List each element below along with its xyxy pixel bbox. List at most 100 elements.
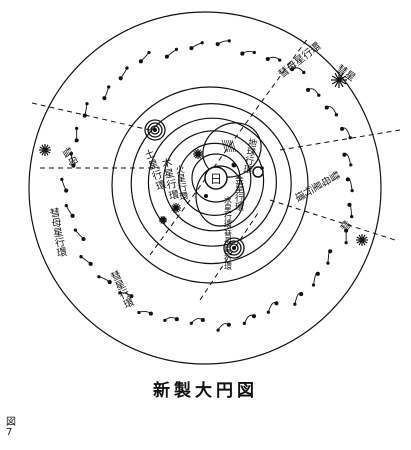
constellation-star — [251, 314, 256, 319]
constellation-star — [79, 255, 83, 259]
constellation-star — [129, 294, 134, 299]
earth-body — [252, 166, 264, 178]
constellation-star — [344, 241, 348, 245]
hatch-line — [227, 139, 233, 153]
heliocentric-diagram: 日 土星行環 木星行環 火星行環 地球行環 金星行環 水星行環 彗母星行環 彗母… — [28, 11, 401, 365]
constellation-star — [137, 310, 141, 315]
constellation-star — [242, 321, 247, 326]
constellation-star — [85, 102, 89, 106]
small-comet-orbit — [195, 165, 245, 227]
constellation-star — [147, 50, 151, 55]
figure-kanji: 図 — [6, 417, 16, 428]
svg-text:彗母: 彗母 — [59, 146, 79, 169]
constellation-star — [107, 280, 112, 285]
svg-text:彗母星行環: 彗母星行環 — [224, 229, 233, 271]
constellation-star — [227, 39, 231, 43]
constellation-star — [216, 328, 220, 332]
shading-hatch — [221, 139, 237, 153]
comet-path-left — [31, 102, 151, 131]
constellation-star — [311, 283, 316, 287]
hatch-line — [231, 139, 237, 153]
constellation-star — [315, 271, 320, 276]
inner-comet-orbit — [202, 122, 262, 178]
planet-ring — [147, 122, 163, 138]
star-core — [359, 237, 365, 243]
svg-text:彗: 彗 — [339, 219, 355, 234]
star-core — [173, 205, 179, 211]
constellation-markers — [60, 39, 354, 332]
venus-orbit — [178, 142, 252, 216]
saturn-body — [144, 119, 166, 141]
constellation-star — [64, 188, 69, 193]
planet-ring — [150, 125, 160, 135]
constellation-star — [252, 50, 256, 55]
constellation-star — [266, 310, 271, 314]
constellation-star — [334, 113, 339, 117]
constellation-star — [340, 126, 345, 131]
star-core — [195, 151, 201, 157]
constellation-star — [342, 152, 347, 157]
mars-orbit — [147, 117, 277, 247]
constellation-star — [164, 54, 169, 59]
figure-digit: 7 — [6, 427, 13, 438]
planet-ring — [144, 119, 166, 141]
constellation-star — [107, 85, 111, 89]
constellation-star — [138, 59, 143, 64]
constellation-star — [306, 87, 311, 92]
star-core — [160, 217, 166, 223]
constellation-star — [274, 301, 279, 306]
comet-orbit-right-label: 彗母星行環 — [291, 167, 341, 203]
planet-core — [153, 128, 157, 132]
star-core — [42, 147, 48, 153]
svg-text:水星行環: 水星行環 — [224, 195, 233, 229]
comet-mother-orbit-label: 彗母星行環 — [224, 229, 233, 271]
comet-path-bottom — [199, 209, 261, 301]
comet-star-left — [39, 144, 51, 156]
comet-label-right: 彗 — [339, 219, 355, 234]
saturn-orbit — [111, 86, 309, 284]
constellation-star — [200, 317, 205, 323]
planet-ring — [226, 240, 242, 256]
comet-label-left: 彗母 — [59, 146, 79, 169]
constellation-star — [328, 249, 333, 254]
mercury-body — [204, 194, 208, 198]
constellation-star — [200, 41, 204, 45]
jupiter-body — [223, 237, 245, 259]
constellation-star — [345, 177, 350, 182]
constellation-star — [60, 177, 64, 182]
comet-star-top-right — [331, 72, 347, 88]
jupiter-orbit — [130, 103, 292, 265]
comet-orbit-top-label: 彗母星行環 — [276, 39, 323, 80]
constellation-star — [125, 66, 129, 70]
comet-orbit-left-label: 彗母星行環 — [47, 207, 68, 259]
venus-orbit-label: 金星行環 — [233, 174, 244, 212]
constellation-star — [102, 96, 107, 101]
sun-circle — [204, 166, 228, 190]
venus-body — [231, 162, 237, 168]
planet-burst-upper — [193, 149, 203, 159]
orbit-rings — [28, 11, 382, 365]
constellation-star — [71, 163, 76, 168]
comet-paths — [31, 37, 401, 301]
constellation-star — [70, 213, 75, 218]
constellation-star — [347, 202, 352, 207]
constellation-star — [226, 322, 231, 327]
constellation-star — [344, 228, 349, 233]
constellation-star — [97, 275, 101, 279]
hatch-line — [223, 139, 229, 153]
constellation-star — [324, 105, 329, 110]
diagram-caption: 新製大円図 — [153, 381, 258, 401]
constellation-star — [148, 311, 153, 316]
comet-orbit-bottom-label: 彗星行環 — [107, 269, 135, 311]
svg-text:彗母星行環: 彗母星行環 — [276, 39, 323, 80]
figure-number: 図 7 — [6, 418, 16, 438]
constellation-star — [349, 163, 353, 167]
hatch-line — [225, 139, 231, 153]
constellation-star — [350, 188, 354, 193]
hatch-line — [229, 139, 235, 153]
hatch-line — [221, 139, 227, 153]
planet-burst-lower — [171, 203, 181, 213]
constellation-star — [317, 93, 321, 97]
constellation-star — [82, 113, 87, 118]
constellation-star — [326, 261, 330, 265]
